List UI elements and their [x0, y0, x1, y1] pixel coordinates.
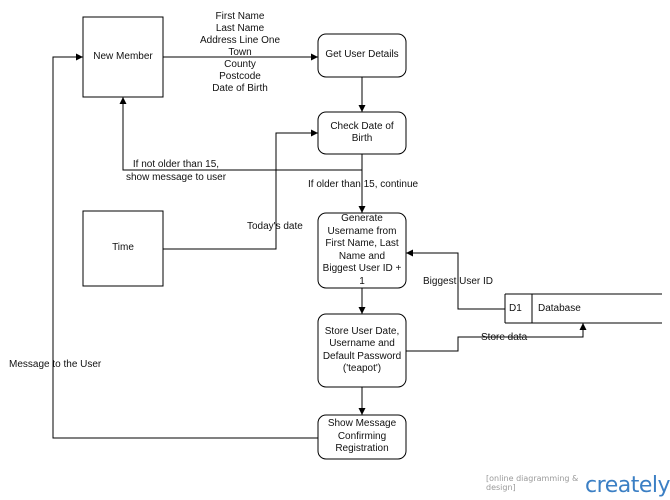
user-field: Postcode [219, 71, 261, 82]
not-older-flow [119, 97, 363, 171]
not-older-line: If not older than 15, [132, 159, 220, 170]
todays-date-flow [163, 129, 318, 250]
new-member-entity[interactable] [82, 16, 164, 98]
show-message-label: Show Message Confirming Registration [327, 418, 397, 455]
store-user-data-label: Store User Date, Username and Default Pa… [322, 325, 402, 375]
watermark-brand: creately [585, 473, 670, 498]
datastore-id: D1 [509, 303, 522, 314]
older-continue-label: If older than 15, continue [308, 179, 419, 190]
watermark-tagline: [online diagramming & design] [486, 474, 579, 492]
user-field: Date of Birth [212, 83, 268, 94]
todays-date-label: Today's date [247, 221, 303, 232]
generate-username-label: Generate Username from First Name, Last … [322, 213, 402, 287]
check-dob-label: Check Date of Birth [330, 120, 394, 145]
user-field: Last Name [215, 23, 265, 34]
user-field: First Name [215, 11, 265, 22]
not-older-label: If not older than 15, show message to us… [122, 158, 230, 184]
creately-watermark: [online diagramming & design] creately [486, 471, 670, 497]
user-field: Address Line One [199, 35, 281, 46]
datastore-name: Database [538, 303, 581, 314]
user-field: Town [228, 47, 252, 58]
database-datastore[interactable] [504, 293, 662, 324]
not-older-line: show message to user [125, 172, 227, 183]
message-to-user-label: Message to the User [9, 359, 102, 370]
time-label: Time [112, 242, 134, 254]
message-to-user-flow [52, 53, 318, 439]
get-user-details-label: Get User Details [325, 49, 399, 61]
biggest-user-id-label: Biggest User ID [423, 276, 494, 287]
user-field: County [224, 59, 256, 70]
biggest-user-id-flow [406, 249, 505, 310]
store-data-flow [406, 323, 587, 352]
user-fields-label: First Name Last Name Address Line One To… [196, 11, 284, 95]
store-data-label: Store data [481, 332, 528, 343]
new-member-label: New Member [93, 50, 153, 62]
